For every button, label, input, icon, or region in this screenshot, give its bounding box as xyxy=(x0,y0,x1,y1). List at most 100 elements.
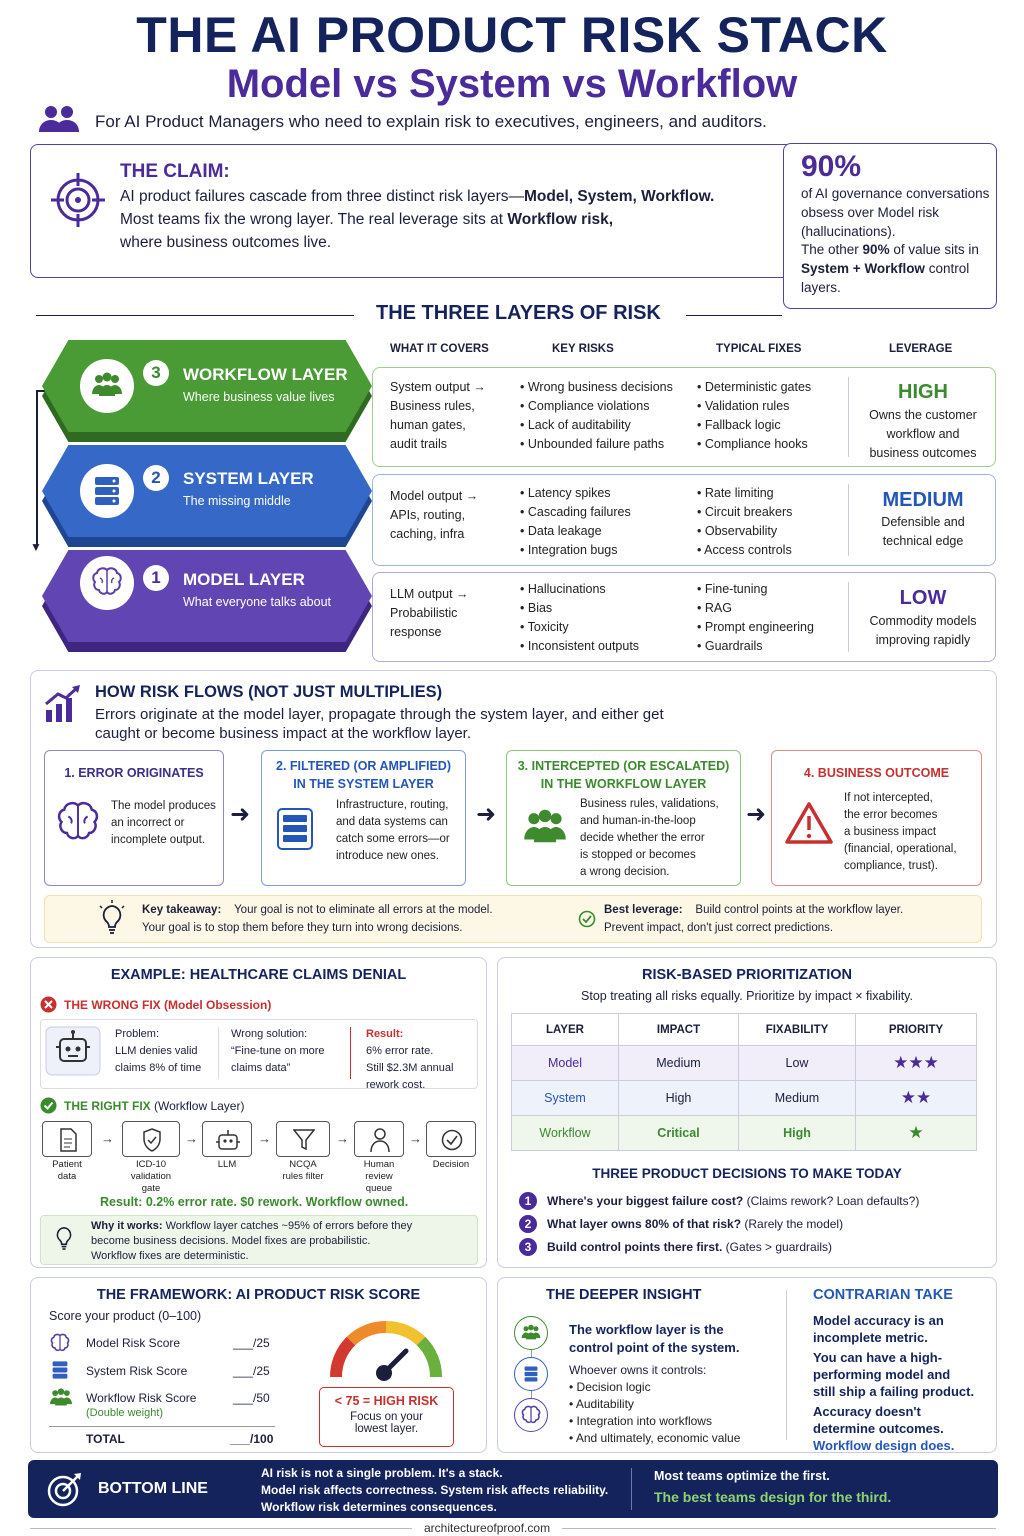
insight-list: Decision logicAuditabilityIntegration in… xyxy=(569,1379,741,1447)
system-num: 2 xyxy=(143,465,169,491)
col-header-covers: WHAT IT COVERS xyxy=(390,343,489,355)
model-sub: What everyone talks about xyxy=(183,595,331,609)
risk-gauge xyxy=(329,1320,443,1381)
col-header-leverage: LEVERAGE xyxy=(889,343,953,355)
insight-icon-model xyxy=(514,1398,548,1432)
flow-arrow-1: ➜ xyxy=(230,801,251,828)
model-risks: HallucinationsBiasToxicityInconsistent o… xyxy=(520,580,639,656)
right-fix-label: THE RIGHT FIX (Workflow Layer) xyxy=(64,1099,245,1113)
pipeline-arrow: → xyxy=(409,1131,422,1146)
col-header-fixes: TYPICAL FIXES xyxy=(716,343,802,355)
insight-title: THE DEEPER INSIGHT xyxy=(546,1287,702,1303)
framework-title: THE FRAMEWORK: AI PRODUCT RISK SCORE xyxy=(96,1287,421,1303)
pipeline-label-decision: Decision xyxy=(432,1159,470,1170)
flow-arrow-3: ➜ xyxy=(746,801,767,828)
stat-text1: of AI governance conversations obsess ov… xyxy=(801,186,990,239)
pipeline-arrow: → xyxy=(258,1131,271,1146)
wrong-divider-2 xyxy=(350,1027,351,1079)
pipeline-ncqa-filter xyxy=(276,1121,330,1157)
main-subtitle: Model vs System vs Workflow xyxy=(226,62,798,106)
flow-step-2: 2. FILTERED (OR AMPLIFIED) IN THE SYSTEM… xyxy=(261,750,466,886)
takeaway-box xyxy=(44,895,982,943)
warning-icon xyxy=(785,802,833,844)
system-covers: Model output →APIs, routing,caching, inf… xyxy=(390,489,479,541)
insight-icon-system xyxy=(514,1357,548,1391)
bottom-line-bar xyxy=(28,1460,998,1518)
pipeline-arrow: → xyxy=(185,1131,198,1146)
bottom-right-1: Most teams optimize the first. xyxy=(654,1469,830,1483)
target-icon xyxy=(51,173,105,227)
lightbulb-icon xyxy=(56,1226,72,1250)
workflow-score-value: ___/50 xyxy=(233,1391,270,1405)
claim-label: THE CLAIM: xyxy=(120,161,230,182)
right-result: Result: 0.2% error rate. $0 rework. Work… xyxy=(100,1195,409,1209)
system-divider xyxy=(848,484,849,556)
layers-title: THE THREE LAYERS OF RISK xyxy=(376,302,661,324)
system-row xyxy=(372,474,996,566)
bottom-right-2: The best teams design for the third. xyxy=(654,1489,892,1505)
flow-arrow-line xyxy=(36,390,38,545)
server-icon xyxy=(95,477,119,505)
prioritization-title: RISK-BASED PRIORITIZATION xyxy=(642,967,852,983)
workflow-divider xyxy=(848,377,849,457)
main-title: THE AI PRODUCT RISK STACK xyxy=(136,7,888,63)
workflow-name: WORKFLOW LAYER xyxy=(183,365,348,384)
target-arrow-icon xyxy=(47,1473,81,1507)
flow-arrow-top xyxy=(36,390,48,392)
why-box xyxy=(40,1215,478,1265)
pipeline-llm xyxy=(202,1121,252,1157)
insight-divider xyxy=(786,1290,787,1440)
pipeline-arrow: → xyxy=(101,1131,114,1146)
brain-icon xyxy=(92,567,122,595)
divider-right xyxy=(686,315,782,316)
example-title: EXAMPLE: HEALTHCARE CLAIMS DENIAL xyxy=(110,967,407,983)
workflow-fixes: Deterministic gatesValidation rulesFallb… xyxy=(697,378,811,454)
model-name: MODEL LAYER xyxy=(183,570,305,589)
system-leverage: MEDIUM xyxy=(882,489,964,511)
brain-icon xyxy=(57,801,99,840)
divider-left xyxy=(36,315,354,316)
workflow-row xyxy=(372,367,996,467)
takeaway-line2: Your goal is to stop them before they tu… xyxy=(142,922,463,934)
flow-title: HOW RISK FLOWS (NOT JUST MULTIPLIES) xyxy=(95,683,443,701)
total-divider xyxy=(49,1426,275,1427)
footer-link[interactable]: architectureofproof.com xyxy=(412,1521,563,1535)
bottom-line-label: BOTTOM LINE xyxy=(98,1480,208,1497)
claim-line3: where business outcomes live. xyxy=(120,234,332,251)
workflow-leverage: HIGH xyxy=(898,381,948,403)
model-score-label: Model Risk Score xyxy=(86,1336,181,1350)
stat-box: 90% of AI governance conversations obses… xyxy=(783,143,997,309)
system-score-label: System Risk Score xyxy=(86,1364,188,1378)
model-score-value: ___/25 xyxy=(233,1336,270,1350)
contrarian-title: CONTRARIAN TAKE xyxy=(813,1287,953,1303)
best-line2: Prevent impact, don't just correct predi… xyxy=(604,922,834,934)
flow-desc2: caught or become business impact at the … xyxy=(95,725,472,742)
wrong-divider-1 xyxy=(218,1027,219,1079)
framework-desc: Score your product (0–100) xyxy=(49,1309,202,1323)
stat-text2: The other 90% of value sits in System + … xyxy=(801,242,979,295)
flow-desc1: Errors originate at the model layer, pro… xyxy=(95,706,664,723)
pipeline-decision xyxy=(426,1121,476,1157)
best-line1: Best leverage: Build control points at t… xyxy=(604,904,904,916)
bottom-line-text: AI risk is not a single problem. It's a … xyxy=(261,1466,609,1514)
total-label: TOTAL xyxy=(86,1432,125,1446)
flow-step-4: 4. BUSINESS OUTCOME If not intercepted,t… xyxy=(771,750,982,886)
brain-icon xyxy=(50,1333,70,1352)
wrong-fix-box xyxy=(40,1019,478,1089)
claim-line2: Most teams fix the wrong layer. The real… xyxy=(120,211,614,228)
check-circle-icon xyxy=(40,1097,57,1114)
team-icon xyxy=(524,809,566,843)
workflow-score-label: Workflow Risk Score xyxy=(86,1391,197,1405)
system-risks: Latency spikesCascading failuresData lea… xyxy=(520,484,631,560)
